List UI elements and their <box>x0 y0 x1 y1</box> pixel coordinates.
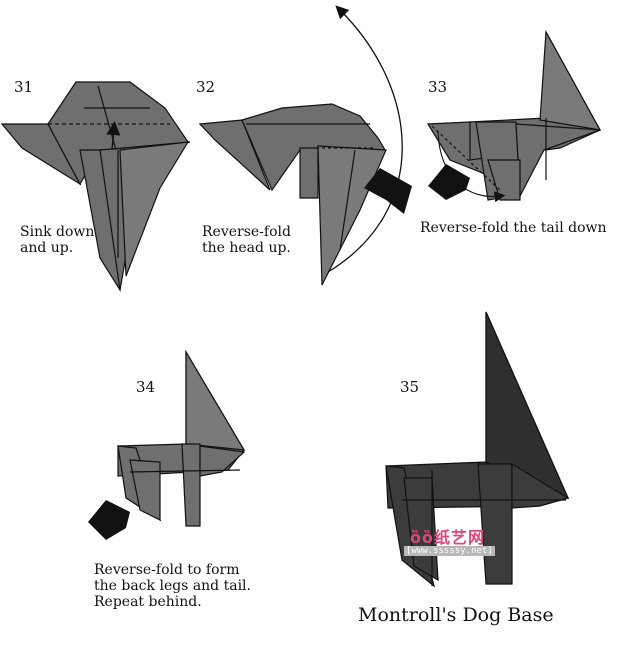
step-number: 34 <box>136 378 155 396</box>
step-caption: Sink down and up. <box>20 224 94 256</box>
step-number: 33 <box>428 78 447 96</box>
step-33-push-arrow-icon <box>428 164 470 200</box>
step-caption: Reverse-fold to form the back legs and t… <box>94 562 251 610</box>
step-34-push-arrow-icon <box>88 500 130 540</box>
step-number: 31 <box>14 78 33 96</box>
watermark-url: [www.sssssy.net] <box>404 546 495 556</box>
step-caption: Reverse-fold the head up. <box>202 224 291 256</box>
watermark-brand: ȍȍ纸艺网 <box>410 524 485 548</box>
step-number: 32 <box>196 78 215 96</box>
step-32-figure <box>200 104 386 285</box>
step-31-figure <box>2 82 190 290</box>
final-title: Montroll's Dog Base <box>358 604 554 626</box>
step-number: 35 <box>400 378 419 396</box>
step-caption: Reverse-fold the tail down <box>420 220 607 236</box>
